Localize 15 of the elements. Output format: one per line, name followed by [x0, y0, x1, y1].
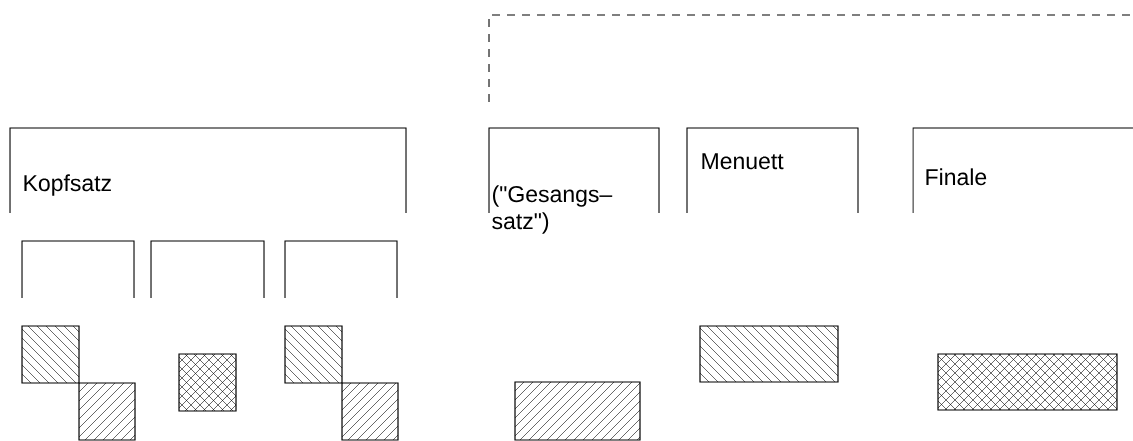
bracket [150, 240, 265, 299]
hatched-block [284, 325, 343, 384]
hatched-block [341, 382, 399, 441]
hatched-block [78, 382, 136, 441]
hatched-block [21, 325, 80, 384]
hatched-block [178, 353, 237, 412]
bracket [21, 240, 135, 299]
hatched-block [699, 325, 839, 383]
hatched-block [514, 381, 641, 441]
section-bracket: Menuett [686, 127, 859, 214]
hatched-block [937, 353, 1118, 411]
section-bracket: Kopfsatz [9, 127, 407, 214]
bracket [284, 240, 398, 299]
section-bracket: ("Gesangs– satz") [488, 127, 660, 234]
section-bracket: Finale [912, 127, 1133, 214]
